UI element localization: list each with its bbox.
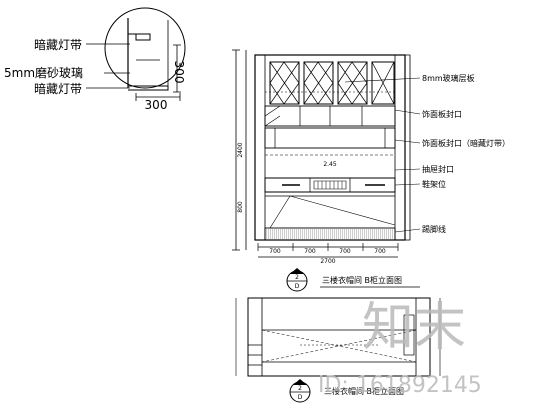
elevation-marker-top: 2	[295, 274, 299, 281]
plinth	[264, 227, 396, 241]
glass-doors	[265, 61, 395, 105]
detail-callout-mid: 5mm磨砂玻璃	[4, 66, 83, 80]
dim-bottom-1: 700	[269, 248, 281, 255]
dim-bottom-2: 700	[304, 248, 316, 255]
note-veneer-edge: 饰面板封口	[422, 109, 462, 119]
note-drawer-edge: 抽屉封口	[422, 164, 454, 174]
dim-bottom-4: 700	[374, 248, 386, 255]
dim-left-small: 800	[237, 201, 244, 213]
note-shoe-rack: 鞋架位	[422, 179, 446, 189]
detail-bubble	[104, 7, 186, 89]
cabinet-plan: 2 D 三楼衣帽间 B柜立面图	[235, 297, 441, 403]
mid-panels: 2.45	[264, 105, 396, 168]
plan-title-text: 三楼衣帽间 B柜立面图	[324, 386, 404, 396]
elevation-title: 2 D 三楼衣帽间 B柜立面图	[286, 268, 420, 292]
detail-dim-horizontal: 300	[145, 98, 168, 112]
detail-callout-bottom: 暗藏灯带	[34, 81, 82, 96]
detail-dim-vertical: 300	[172, 61, 186, 84]
cabinet-elevation: 2400 800 2.45	[232, 49, 510, 292]
detail-callout: 300 300 暗藏灯带 5mm磨砂玻璃 暗藏灯带	[4, 7, 186, 112]
dim-mid: 2.45	[323, 161, 337, 168]
dim-left: 2400	[237, 142, 244, 157]
elevation-marker-bottom: D	[295, 283, 300, 290]
drawer-zone	[264, 177, 396, 229]
plan-title: 2 D 三楼衣帽间 B柜立面图	[289, 379, 404, 403]
watermark-logo: 知末	[362, 298, 466, 358]
watermark: 知末 ID: 161892145	[318, 298, 482, 398]
plan-marker-top: 2	[298, 385, 302, 392]
watermark-id: ID: 161892145	[318, 373, 482, 398]
note-glass-shelf: 8mm玻璃层板	[422, 73, 475, 83]
note-veneer-edge-light: 饰面板封口（暗藏灯带）	[422, 138, 510, 148]
elevation-title-text: 三楼衣帽间 B柜立面图	[322, 275, 402, 285]
note-skirting: 踢脚线	[422, 224, 446, 234]
dim-overall: 2700	[320, 258, 335, 265]
plan-marker-bottom: D	[298, 394, 303, 401]
dim-bottom-3: 700	[339, 248, 351, 255]
detail-callout-top: 暗藏灯带	[34, 37, 82, 52]
